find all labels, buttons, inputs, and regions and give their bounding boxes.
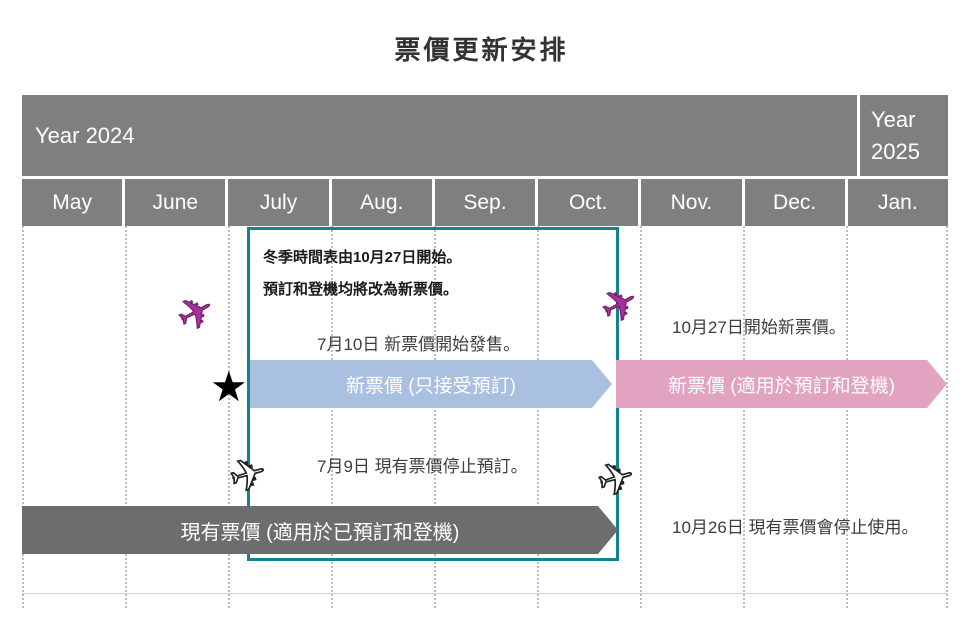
gridline [22, 226, 24, 608]
gridline [434, 226, 436, 608]
annotation-new-fare-on-sale: 7月10日 新票價開始發售。 [317, 335, 521, 354]
month-row: May June July Aug. Sep. Oct. Nov. Dec. J… [22, 179, 948, 226]
chart-baseline [22, 593, 948, 594]
month-june: June [125, 179, 226, 226]
gridline [743, 226, 745, 608]
gridline [331, 226, 333, 608]
gridline [946, 226, 948, 608]
month-nov: Nov. [641, 179, 742, 226]
new-fare-booking-boarding-label: 新票價 (適用於預訂和登機) [668, 375, 895, 397]
month-dec: Dec. [744, 179, 845, 226]
gridline [640, 226, 642, 608]
month-oct: Oct. [538, 179, 639, 226]
month-july: July [228, 179, 329, 226]
winter-note-line2: 預訂和登機均將改為新票價。 [263, 281, 459, 299]
star-icon: ★ [210, 363, 248, 410]
annotation-current-fare-booking-stop: 7月9日 現有票價停止預訂。 [317, 457, 528, 476]
gridline [846, 226, 848, 608]
gridline [125, 226, 127, 608]
year-2025-cell: Year 2025 [860, 95, 948, 176]
month-may: May [22, 179, 123, 226]
page-title: 票價更新安排 [394, 35, 569, 65]
plane-icon-new-fare-left: ✈ [168, 283, 225, 345]
year-row: Year 2024 Year 2025 [22, 95, 948, 176]
new-fare-booking-only-label: 新票價 (只接受預訂) [346, 375, 516, 397]
current-fare-bar: 現有票價 (適用於已預訂和登機) [22, 506, 618, 554]
gridline [537, 226, 539, 608]
month-jan: Jan. [847, 179, 948, 226]
new-fare-booking-boarding-bar: 新票價 (適用於預訂和登機) [616, 360, 947, 408]
winter-schedule-note: 冬季時間表由10月27日開始。 預訂和登機均將改為新票價。 [263, 242, 461, 307]
month-sep: Sep. [434, 179, 536, 226]
annotation-current-fare-stop: 10月26日 現有票價會停止使用。 [672, 518, 919, 537]
winter-note-line1: 冬季時間表由10月27日開始。 [263, 249, 462, 266]
month-aug: Aug. [331, 179, 432, 226]
gridline [228, 226, 230, 608]
timeline-header: Year 2024 Year 2025 May June July Aug. S… [22, 95, 948, 226]
current-fare-label: 現有票價 (適用於已預訂和登機) [180, 521, 460, 544]
annotation-new-fare-begins: 10月27日開始新票價。 [672, 318, 846, 337]
new-fare-booking-only-bar: 新票價 (只接受預訂) [250, 360, 612, 408]
year-2024-cell: Year 2024 [22, 95, 857, 176]
